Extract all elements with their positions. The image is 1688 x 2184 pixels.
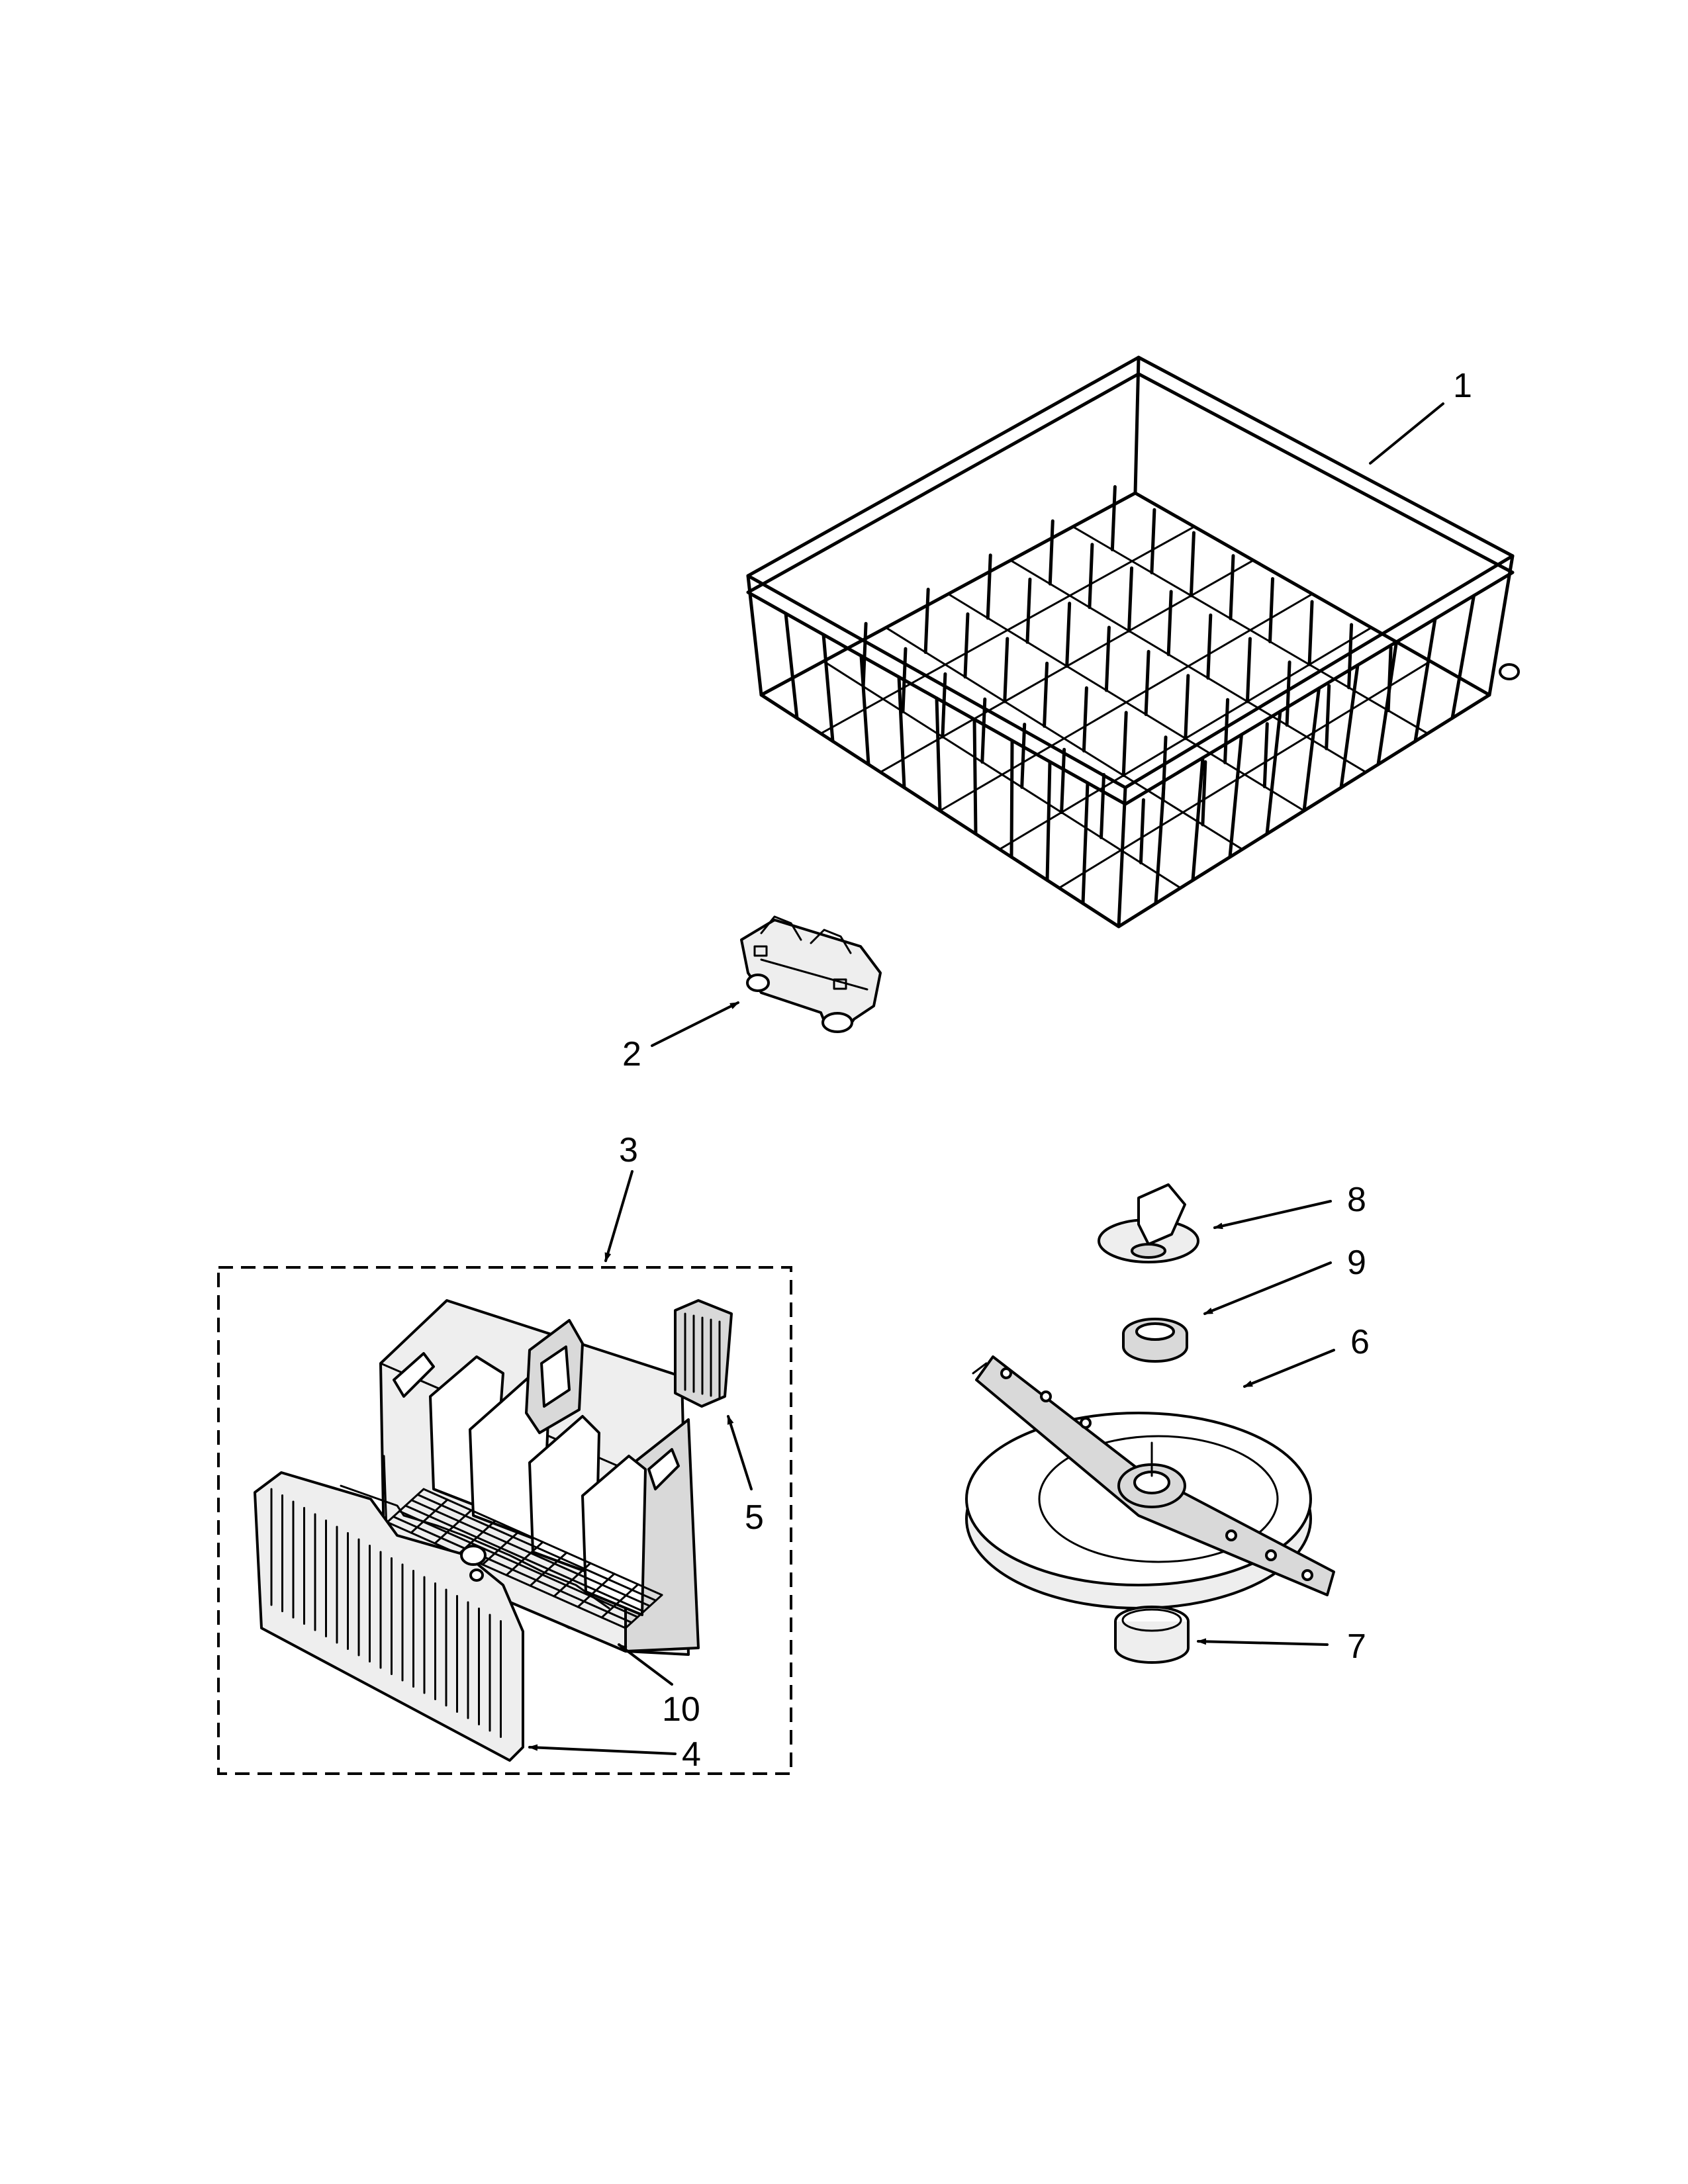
drawing-stroke — [1386, 646, 1393, 713]
drawing-stroke — [1121, 711, 1128, 778]
drawing-stroke — [1144, 649, 1150, 716]
callout-6: 6 — [1350, 1323, 1370, 1361]
drawing-stroke — [1339, 663, 1360, 790]
drawing-stroke — [972, 717, 978, 836]
lower-rack — [746, 355, 1520, 929]
callout-2-leader — [651, 1001, 739, 1047]
callout-4-leader — [528, 1744, 677, 1755]
drawing-stroke — [935, 696, 942, 813]
drawing-stroke — [1088, 543, 1094, 610]
callout-6-leader — [1243, 1349, 1335, 1388]
drawing-stroke — [1268, 576, 1275, 643]
callout-5: 5 — [745, 1498, 764, 1537]
drawing-stroke — [1110, 485, 1117, 552]
drawing-stroke — [784, 612, 799, 720]
drawing-stroke — [1009, 739, 1014, 859]
basket-cover — [254, 1471, 524, 1762]
drawing-stroke — [861, 621, 868, 688]
drawing-stroke — [404, 1504, 645, 1613]
callout-1-leader — [1369, 402, 1444, 465]
spray-arm-assembly — [965, 1355, 1335, 1610]
callout-10-leader — [618, 1643, 673, 1686]
drawing-stroke — [1307, 600, 1314, 666]
callout-4: 4 — [682, 1735, 701, 1774]
callout-7: 7 — [1347, 1627, 1366, 1666]
drawing-stroke — [1245, 637, 1252, 704]
basket-insert — [674, 1299, 733, 1408]
drawing-stroke — [1201, 760, 1207, 827]
drawing-stroke — [1127, 566, 1134, 633]
drawing-stroke — [923, 588, 930, 655]
drawing-stroke — [1020, 722, 1027, 789]
callout-9-leader — [1203, 1261, 1332, 1315]
callout-1: 1 — [1453, 367, 1472, 405]
drawing-stroke — [963, 612, 970, 679]
callout-7-leader — [1197, 1638, 1329, 1646]
drawing-stroke — [1347, 623, 1354, 690]
drawing-stroke — [422, 1488, 663, 1596]
drawing-stroke — [1139, 798, 1145, 865]
drawing-stroke — [416, 1493, 657, 1602]
drawing-stroke — [1413, 617, 1437, 743]
drawing-stroke — [897, 675, 906, 790]
drawing-stroke — [1065, 602, 1072, 668]
drawing-stroke — [1025, 577, 1032, 644]
drawing-stroke — [1191, 756, 1205, 882]
drawing-stroke — [1003, 637, 1009, 704]
drawing-stroke — [1229, 554, 1235, 621]
drawing-stroke — [1048, 519, 1055, 586]
callout-10: 10 — [662, 1690, 700, 1729]
drawing-stroke — [1150, 508, 1156, 574]
drawing-stroke — [1082, 686, 1088, 752]
basket-rod — [340, 1484, 610, 1629]
drawing-stroke — [901, 647, 908, 713]
drawing-stroke — [1100, 773, 1106, 840]
drawing-stroke — [1325, 684, 1331, 751]
drawing-stroke — [1072, 525, 1429, 735]
drawing-stroke — [386, 1521, 627, 1629]
drawing-stroke — [1189, 531, 1196, 598]
drawing-stroke — [1060, 748, 1066, 814]
drawing-stroke — [1206, 613, 1213, 680]
drawing-stroke — [1265, 709, 1282, 836]
drawing-stroke — [980, 697, 987, 764]
drawing-stroke — [821, 633, 835, 743]
spray-arm-cap — [1098, 1183, 1199, 1263]
drawing-stroke — [1184, 674, 1190, 741]
callout-3-leader — [604, 1170, 633, 1262]
drawing-stroke — [941, 672, 947, 739]
drawing-stroke — [1166, 590, 1173, 657]
drawing-stroke — [392, 1516, 633, 1624]
drawing-stroke — [1104, 625, 1111, 692]
drawing-stroke — [986, 553, 992, 620]
drawing-stroke — [1161, 735, 1168, 802]
callout-8-leader — [1213, 1200, 1332, 1230]
drawing-stroke — [1228, 733, 1243, 859]
drawing-stroke — [1450, 594, 1476, 720]
callout-3: 3 — [619, 1131, 638, 1169]
drawing-stroke — [1081, 781, 1090, 905]
drawing-stroke — [1043, 661, 1049, 728]
callout-8: 8 — [1347, 1181, 1366, 1219]
drawing-stroke — [1223, 698, 1230, 764]
bearing-ring — [1122, 1318, 1188, 1363]
callout-5-leader — [727, 1415, 753, 1490]
drawing-stroke — [1262, 722, 1269, 789]
drawing-stroke — [410, 1499, 651, 1608]
seal-ring — [1114, 1606, 1190, 1664]
drawing-stroke — [1302, 686, 1321, 813]
rack-clip — [740, 915, 882, 1033]
silverware-basket-assembly-box — [217, 1266, 792, 1775]
callout-2: 2 — [622, 1035, 641, 1073]
drawing-stroke — [1285, 660, 1291, 727]
callout-9: 9 — [1347, 1244, 1366, 1282]
